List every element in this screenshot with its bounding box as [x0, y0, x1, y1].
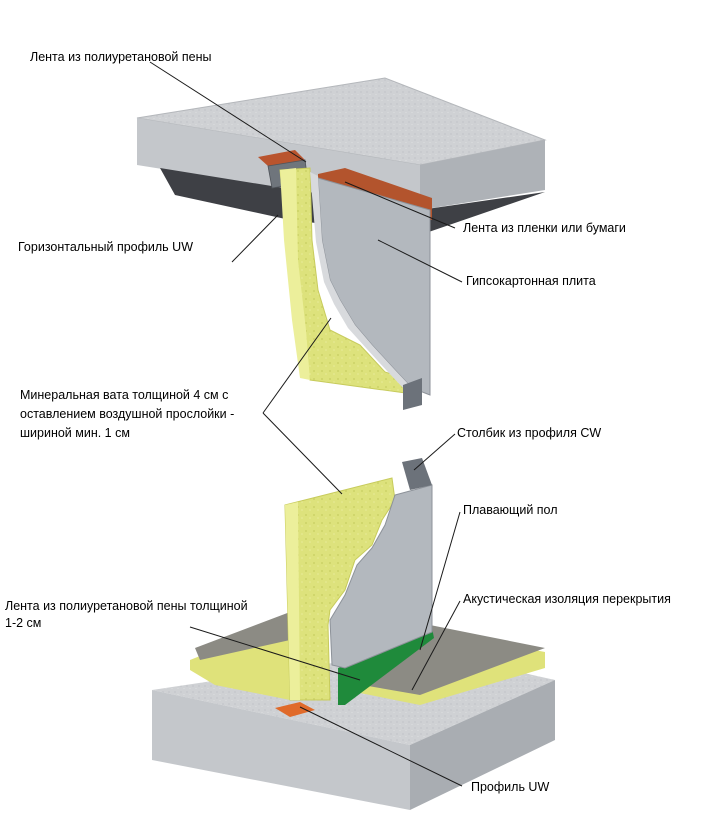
label-floating-floor: Плавающий пол	[463, 503, 558, 517]
leader-lines	[149, 61, 463, 787]
label-drywall-board: Гипсокартонная плита	[466, 274, 596, 288]
label-profile-uw: Профиль UW	[471, 780, 550, 794]
label-acoustic-insulation: Акустическая изоляция перекрытия	[463, 592, 671, 606]
label-mineral-wool: Минеральная вата толщиной 4 см с оставле…	[20, 388, 235, 440]
label-tape-film-paper: Лента из пленки или бумаги	[463, 221, 626, 235]
tape-pu-foam-bottom	[275, 702, 315, 717]
label-horizontal-profile-uw: Горизонтальный профиль UW	[18, 240, 193, 254]
label-tape-pu-foam-top: Лента из полиуретановой пены	[30, 50, 212, 64]
label-stud-cw: Столбик из профиля CW	[457, 426, 602, 440]
cw-stud-top	[403, 378, 422, 410]
upper-drywall	[310, 172, 431, 396]
floor-layers-left	[190, 612, 290, 700]
acoustic-edge-strip	[338, 628, 434, 705]
label-tape-pu-foam-bottom: Лента из полиуретановой пены толщиной 1-…	[5, 599, 248, 630]
lower-drywall	[329, 484, 433, 669]
cw-stud-bottom	[402, 458, 432, 490]
